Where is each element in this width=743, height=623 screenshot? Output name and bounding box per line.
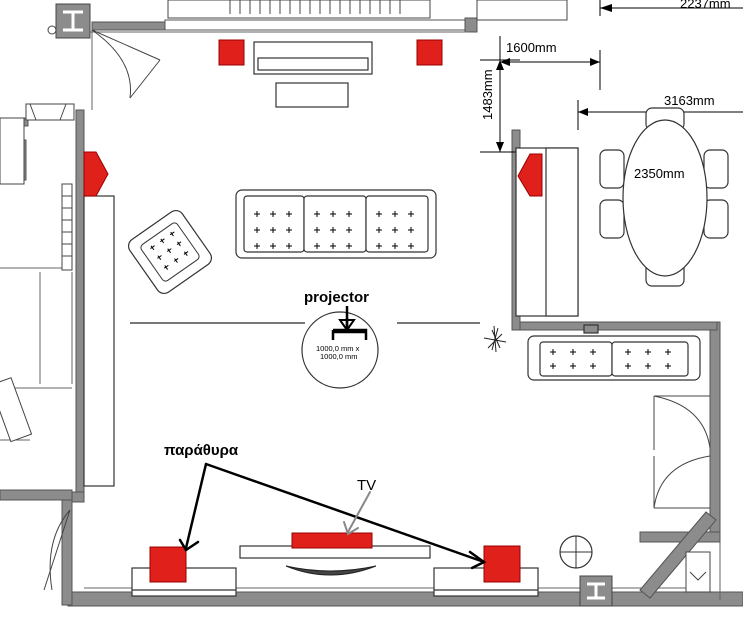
plant	[483, 325, 507, 353]
tv-screen	[285, 565, 377, 576]
arrow-to-right-window	[204, 462, 486, 564]
left-wall	[75, 109, 85, 493]
dimension-arrowheads	[496, 4, 612, 152]
dim-2237: 2237mm	[680, 0, 731, 11]
top-window	[167, 0, 431, 19]
projector-size-line1: 1000,0 mm x	[316, 344, 360, 353]
red-marker-top-left	[218, 39, 245, 66]
right-doors	[653, 395, 711, 509]
top-wall-left	[91, 21, 173, 31]
tv-unit	[239, 532, 431, 576]
dining-table-top	[622, 119, 708, 277]
bottom-right-corner	[559, 511, 717, 607]
left-outer-wall-bottom	[0, 489, 73, 501]
sofa-right-buttons	[550, 349, 671, 369]
dining-chair-right-1	[703, 149, 729, 189]
top-right-box	[476, 0, 568, 21]
dining-table	[599, 107, 729, 287]
right-wall-foot	[639, 531, 721, 543]
right-partition	[511, 321, 718, 331]
dim-3163: 3163mm	[664, 93, 715, 108]
projector-size-line2: 1000,0 mm	[320, 352, 358, 361]
dining-chair-left-1	[599, 149, 625, 189]
tv-arrow	[343, 491, 371, 536]
dining-chair-left-2	[599, 199, 625, 239]
tv-red	[291, 532, 373, 549]
red-window-marker-right	[483, 545, 521, 583]
dim-1600: 1600mm	[506, 40, 557, 55]
sofa-main	[235, 189, 437, 259]
right-wall	[709, 321, 721, 533]
cabinet-top	[253, 41, 373, 108]
armchair	[127, 209, 213, 295]
projector-label: projector	[304, 289, 369, 306]
red-speaker-left	[83, 151, 109, 197]
column-top-left	[47, 3, 91, 39]
left-outer-wall-post	[61, 499, 73, 606]
top-wall-window-sill	[164, 19, 466, 31]
sofa-main-buttons	[254, 211, 414, 249]
red-window-marker-left	[149, 546, 187, 583]
cabinet-left	[83, 195, 115, 487]
red-marker-top-right	[416, 39, 443, 66]
arrow-to-left-window	[184, 462, 208, 550]
tv-label: TV	[357, 477, 376, 494]
projector-area	[301, 306, 379, 389]
left-room-details	[0, 103, 75, 591]
dim-1483: 1483mm	[480, 69, 495, 120]
door-top-left	[91, 29, 161, 99]
windows-label: παράθυρα	[164, 442, 239, 459]
dining-chair-right-2	[703, 199, 729, 239]
dimension-lines	[480, 0, 743, 153]
dim-2350: 2350mm	[634, 166, 685, 181]
sofa-right	[527, 335, 701, 381]
red-speaker-right	[517, 153, 543, 197]
annotation-arrows	[178, 462, 487, 570]
top-wall-right-post	[464, 17, 478, 33]
